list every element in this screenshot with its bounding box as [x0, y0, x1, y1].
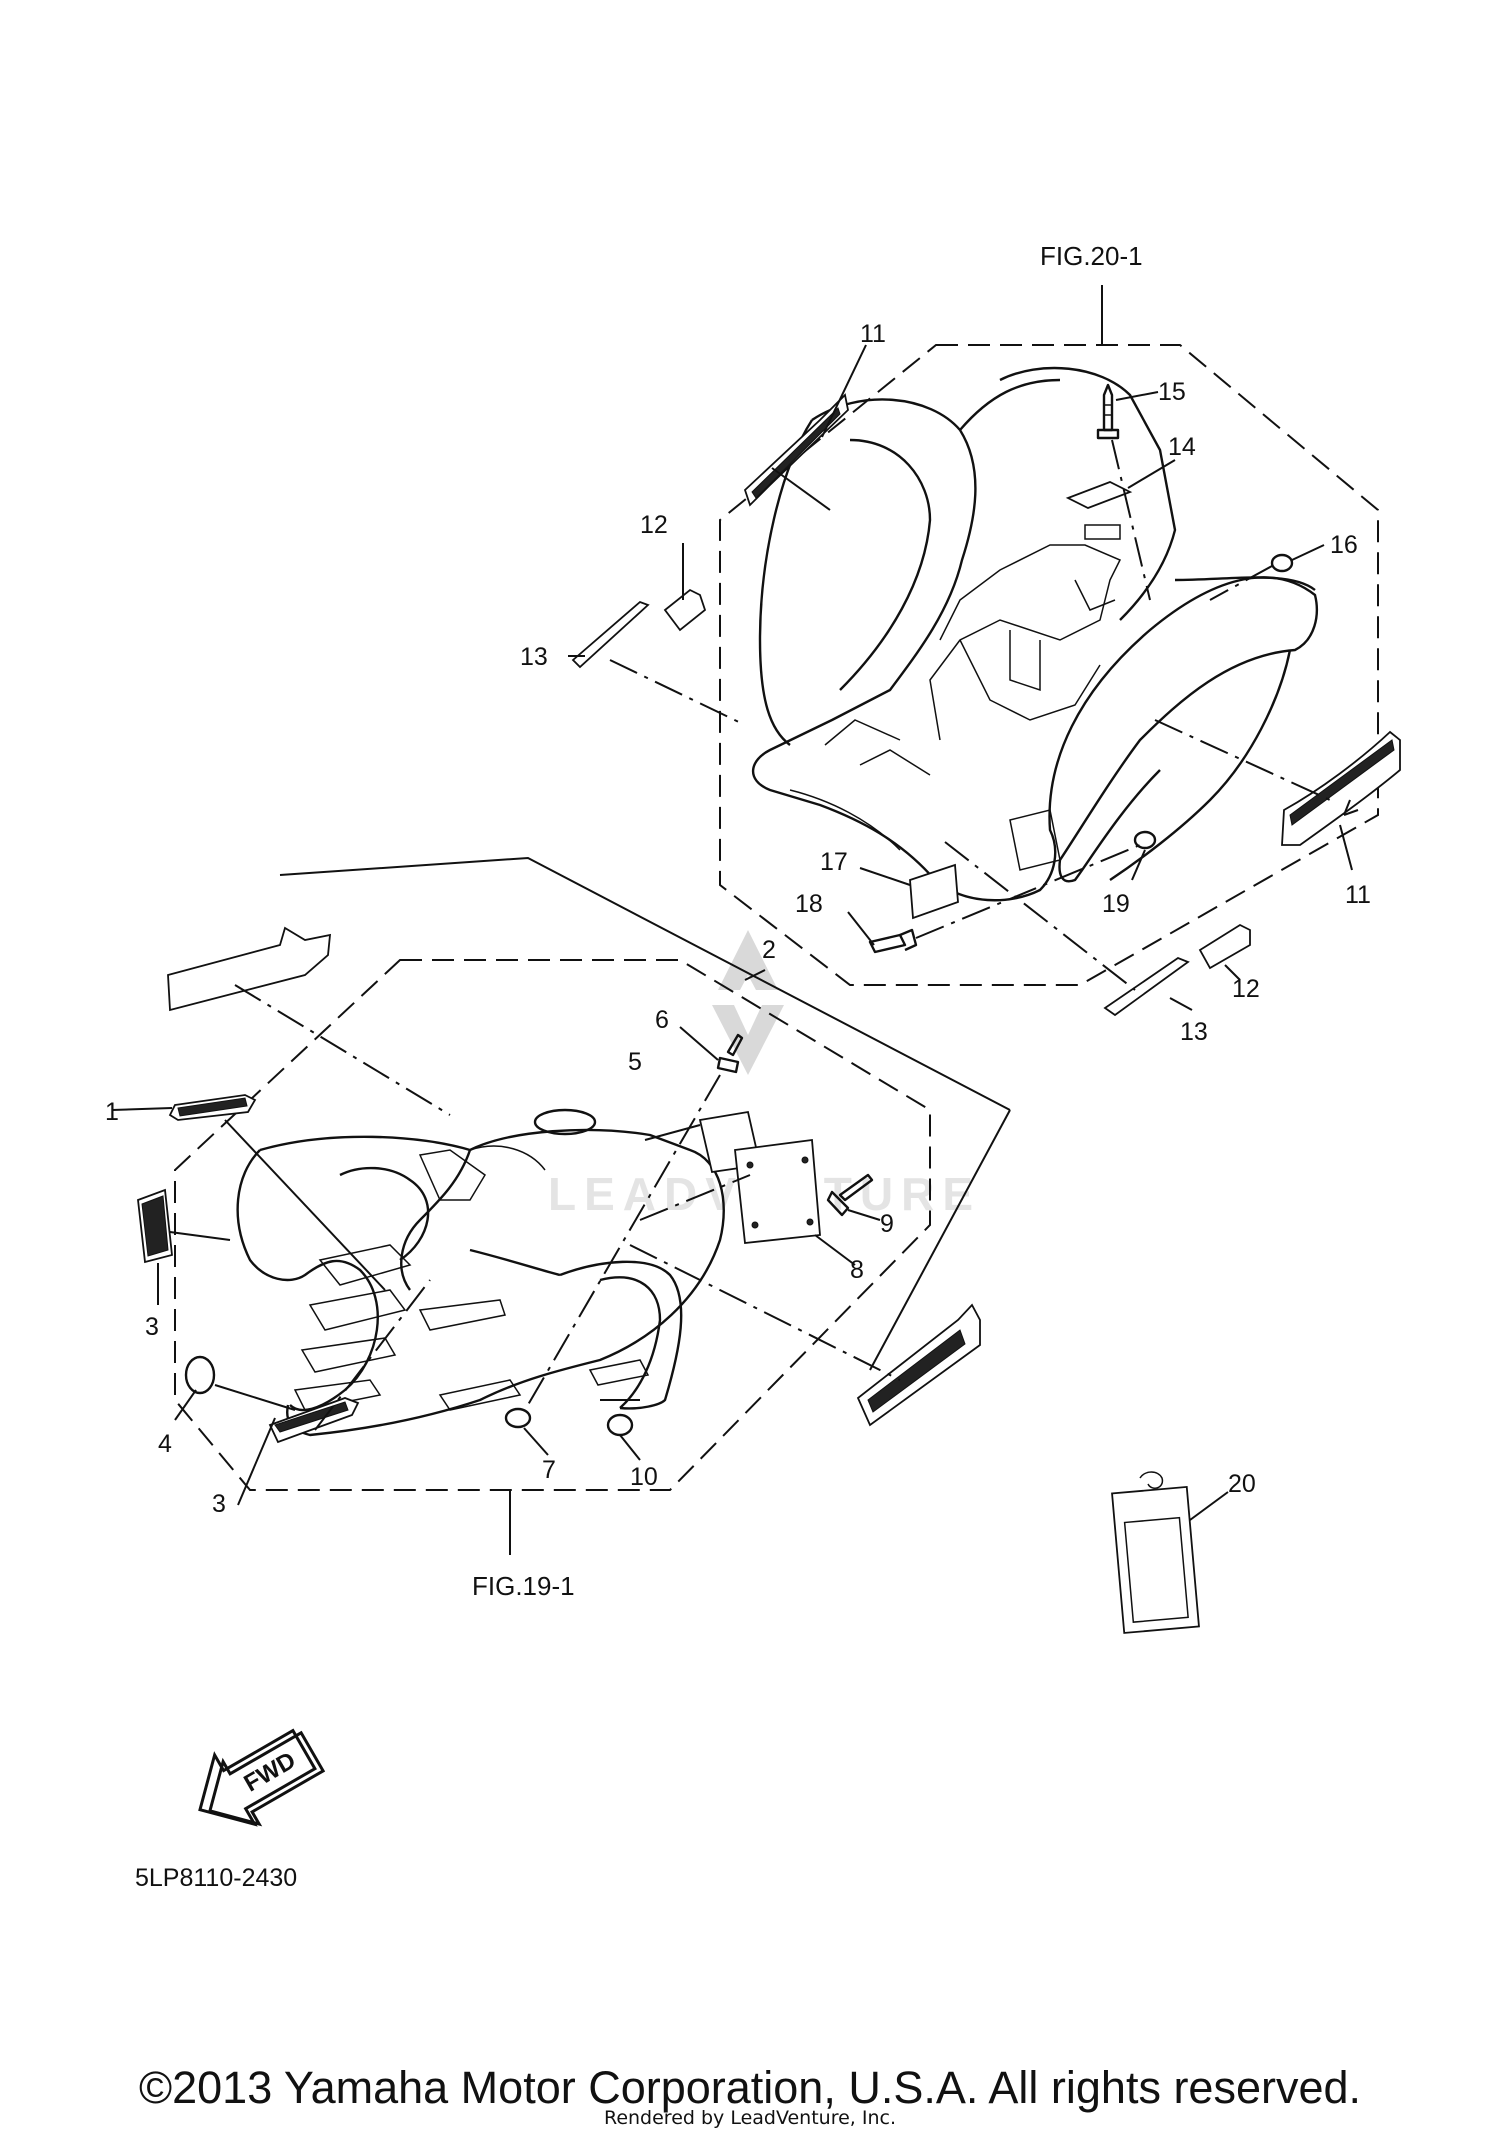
decal-13-left	[571, 600, 650, 669]
bolt-6	[716, 1033, 744, 1074]
callout-17: 17	[820, 848, 848, 876]
callout-16: 16	[1330, 531, 1358, 559]
callout-12-a: 12	[640, 511, 668, 539]
reflector-14	[1065, 481, 1133, 509]
front-fender-group	[111, 856, 1011, 1555]
decal-large-front	[167, 926, 332, 1012]
callout-14: 14	[1168, 433, 1196, 461]
copyright-notice: ©2013 Yamaha Motor Corporation, U.S.A. A…	[138, 2062, 1362, 2113]
fig-ref-19: FIG.19-1	[472, 1571, 575, 1601]
callout-10: 10	[630, 1463, 658, 1491]
callout-1: 1	[105, 1098, 119, 1126]
callout-15: 15	[1158, 378, 1186, 406]
callout-13-b: 13	[1180, 1018, 1208, 1046]
bolt-9	[826, 1173, 874, 1217]
grommet-10	[606, 1413, 634, 1437]
callout-19: 19	[1102, 890, 1130, 918]
callout-20: 20	[1228, 1470, 1256, 1498]
decal-12-right	[1198, 923, 1251, 970]
callout-5: 5	[628, 1048, 642, 1076]
callout-18: 18	[795, 890, 823, 918]
plate-17	[909, 863, 959, 920]
grommet-19	[1133, 830, 1157, 850]
fig-ref-20: FIG.20-1	[1040, 241, 1143, 271]
grommet-7	[504, 1407, 532, 1429]
decal-13-right	[1103, 956, 1190, 1017]
callout-3-a: 3	[145, 1313, 159, 1341]
grommet-16	[1270, 553, 1294, 573]
callout-9: 9	[880, 1210, 894, 1238]
rendered-by-credit: Rendered by LeadVenture, Inc.	[603, 2107, 897, 2129]
callout-3-b: 3	[212, 1490, 226, 1518]
reflector-4	[184, 1355, 216, 1395]
rear-fender	[751, 398, 1318, 902]
bolt-18	[868, 928, 918, 954]
callout-7: 7	[542, 1456, 556, 1484]
plate-8	[734, 1138, 821, 1244]
callout-4: 4	[158, 1430, 172, 1458]
callout-8: 8	[850, 1256, 864, 1284]
callout-6: 6	[655, 1006, 669, 1034]
drawing-code: 5LP8110-2430	[135, 1864, 297, 1892]
rear-fender-group	[568, 285, 1401, 1017]
callout-12-b: 12	[1232, 975, 1260, 1003]
callout-2: 2	[762, 936, 776, 964]
callout-13-a: 13	[520, 643, 548, 671]
fwd-arrow-icon: FWD	[198, 1728, 326, 1827]
bolt-15	[1096, 383, 1120, 440]
decal-12-left	[663, 588, 707, 632]
warning-label-20	[1111, 1471, 1229, 1634]
callout-11-a: 11	[860, 320, 886, 348]
callout-11-b: 11	[1345, 881, 1371, 909]
